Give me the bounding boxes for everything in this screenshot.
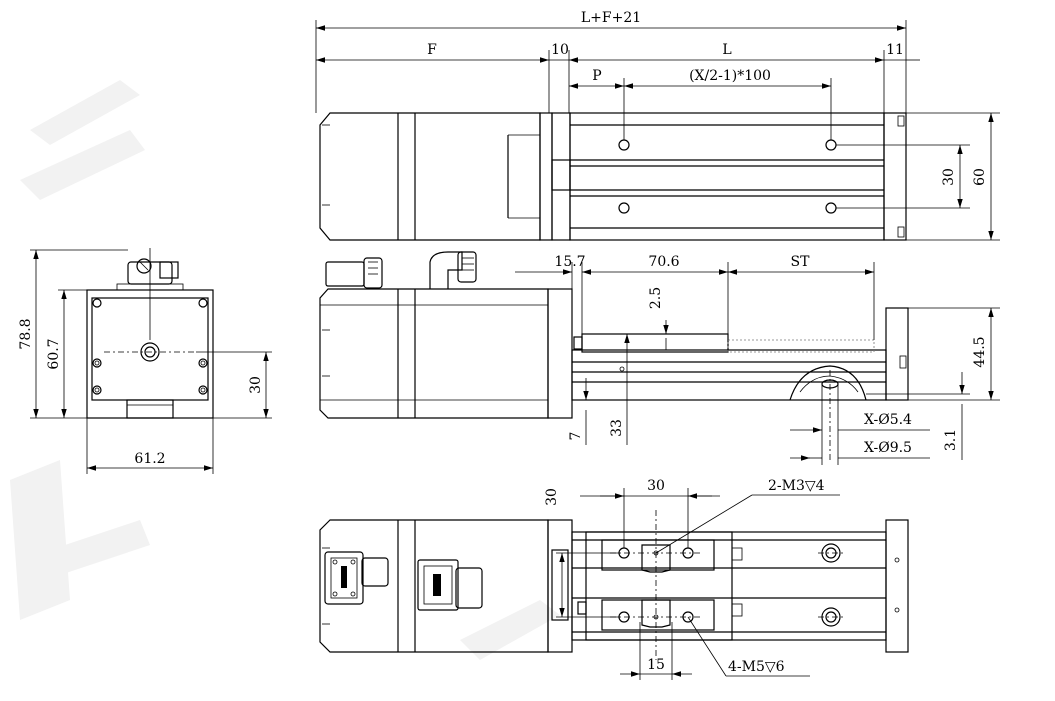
mounting-hole bbox=[825, 139, 837, 151]
end-view-dimensions: 78.8 60.7 30 61.2 bbox=[18, 249, 272, 474]
dim-body-height: 60.7 bbox=[46, 338, 62, 369]
bottom-view bbox=[319, 510, 909, 660]
dim-7: 7 bbox=[568, 432, 584, 441]
watermark bbox=[10, 80, 560, 660]
dim-height-60: 60 bbox=[972, 168, 988, 186]
dim-top-30-a: 30 bbox=[544, 488, 560, 506]
callout-m5-thread: 4-M5▽6 bbox=[728, 659, 785, 675]
dim-gap-10: 10 bbox=[551, 42, 569, 58]
dim-top-30-b: 30 bbox=[647, 478, 665, 494]
corner-hole bbox=[198, 358, 208, 368]
dim-motor-height: 78.8 bbox=[18, 318, 34, 349]
dim-side-44-5: 44.5 bbox=[972, 336, 988, 367]
dim-motor-width: 61.2 bbox=[134, 451, 165, 467]
dim-pitch: P bbox=[592, 68, 601, 84]
dim-motor-length: F bbox=[427, 42, 437, 58]
dim-offset-15-7: 15.7 bbox=[554, 254, 585, 270]
dim-stroke-body-length: L bbox=[722, 42, 731, 58]
top-view-dimensions: L+F+21 F 10 L 11 P (X/2-1)*100 30 60 bbox=[315, 10, 1000, 241]
dim-hole-x-5-4: X-Ø5.4 bbox=[864, 412, 912, 428]
corner-hole bbox=[92, 385, 102, 395]
dim-carriage-70-6: 70.6 bbox=[648, 254, 679, 270]
dim-stroke: ST bbox=[791, 254, 811, 270]
dim-top-15: 15 bbox=[647, 657, 665, 673]
bottom-view-dimensions: 30 30 15 2-M3▽4 4-M5▽6 bbox=[544, 478, 840, 680]
mounting-hole bbox=[618, 139, 630, 151]
corner-hole bbox=[198, 385, 208, 395]
corner-hole bbox=[92, 358, 102, 368]
callout-m3-thread: 2-M3▽4 bbox=[768, 478, 825, 494]
dim-hole-spacing-30: 30 bbox=[941, 168, 957, 186]
dim-end-cap: 11 bbox=[886, 42, 904, 58]
dim-33: 33 bbox=[609, 419, 625, 437]
mounting-hole bbox=[825, 202, 837, 214]
end-view bbox=[86, 248, 214, 419]
side-view-dimensions: 15.7 70.6 ST 2.5 44.5 7 33 X-Ø5.4 X-Ø9.5… bbox=[515, 254, 1000, 465]
top-view bbox=[319, 112, 907, 241]
dim-carriage-2-5: 2.5 bbox=[648, 287, 664, 309]
side-view bbox=[319, 251, 909, 462]
corner-hole bbox=[198, 298, 208, 308]
dim-hole-pattern: (X/2-1)*100 bbox=[689, 68, 771, 84]
dim-hole-x-9-5: X-Ø9.5 bbox=[864, 440, 912, 456]
mounting-hole bbox=[618, 202, 630, 214]
dim-overall-length: L+F+21 bbox=[581, 10, 641, 26]
dim-motor-center-height: 30 bbox=[248, 376, 264, 394]
corner-hole bbox=[92, 298, 102, 308]
dim-depth-3-1: 3.1 bbox=[943, 429, 959, 451]
